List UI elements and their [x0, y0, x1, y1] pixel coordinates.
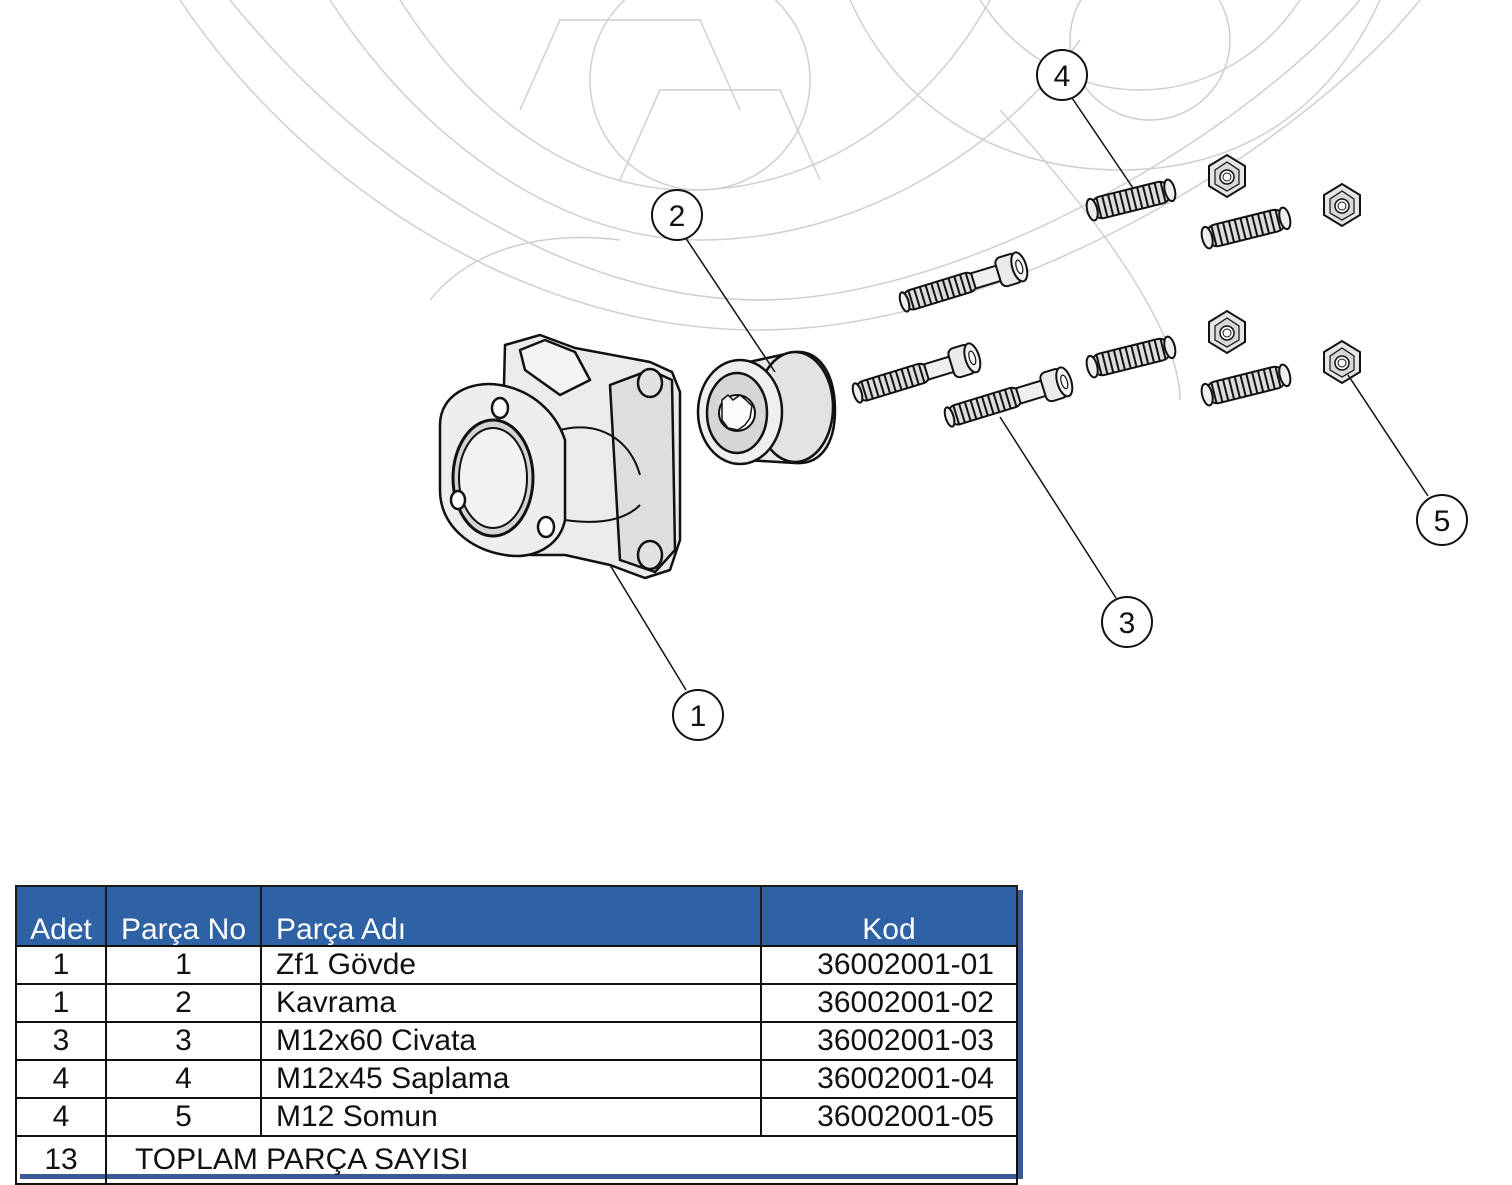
exploded-assembly-drawing: 1 2 3 4 5	[179, 0, 1468, 741]
row-code: 36002001-04	[760, 1059, 1018, 1099]
row-qty: 4	[15, 1097, 107, 1137]
callout-1: 1	[672, 689, 724, 741]
header-part-no: Parça No	[105, 885, 262, 947]
row-code: 36002001-05	[760, 1097, 1018, 1137]
row-part-name: Kavrama	[260, 983, 762, 1023]
header-code: Kod	[760, 885, 1018, 947]
row-code: 36002001-02	[760, 983, 1018, 1023]
callout-3: 3	[1101, 596, 1153, 648]
header-qty: Adet	[15, 885, 107, 947]
row-code: 36002001-03	[760, 1021, 1018, 1061]
row-qty: 1	[15, 945, 107, 985]
row-part-name: Zf1 Gövde	[260, 945, 762, 985]
header-part-name: Parça Adı	[260, 885, 762, 947]
stud-parts	[1083, 177, 1294, 408]
row-part-name: M12x60 Civata	[260, 1021, 762, 1061]
row-part-no: 1	[105, 945, 262, 985]
ghost-background-outline	[179, 0, 1421, 401]
total-row: 13 TOPLAM PARÇA SAYISI	[15, 1135, 1018, 1185]
row-part-name: M12x45 Saplama	[260, 1059, 762, 1099]
coupling-part	[696, 350, 837, 466]
callout-3-label: 3	[1119, 607, 1136, 640]
row-part-no: 4	[105, 1059, 262, 1099]
callout-4-label: 4	[1054, 60, 1071, 93]
callout-2: 2	[651, 189, 703, 241]
row-qty: 4	[15, 1059, 107, 1099]
table-row: 4 4 M12x45 Saplama 36002001-04	[15, 1059, 1018, 1099]
table-header-row: Adet Parça No Parça Adı Kod	[15, 885, 1018, 947]
row-part-name: M12 Somun	[260, 1097, 762, 1137]
table-row: 1 2 Kavrama 36002001-02	[15, 983, 1018, 1023]
callout-1-label: 1	[690, 700, 707, 733]
total-label: TOPLAM PARÇA SAYISI	[105, 1135, 1018, 1185]
table-row: 1 1 Zf1 Gövde 36002001-01	[15, 945, 1018, 985]
callout-5: 5	[1416, 494, 1468, 546]
row-qty: 1	[15, 983, 107, 1023]
total-qty: 13	[15, 1135, 107, 1185]
row-part-no: 5	[105, 1097, 262, 1137]
callout-4: 4	[1036, 49, 1088, 101]
bolt-parts	[848, 249, 1077, 434]
row-part-no: 3	[105, 1021, 262, 1061]
row-qty: 3	[15, 1021, 107, 1061]
parts-list-table-container: Adet Parça No Parça Adı Kod 1 1 Zf1 Gövd…	[15, 885, 1018, 1185]
housing-part	[438, 333, 682, 580]
callout-5-label: 5	[1434, 505, 1451, 538]
parts-list-table: Adet Parça No Parça Adı Kod 1 1 Zf1 Gövd…	[15, 885, 1018, 1185]
table-row: 3 3 M12x60 Civata 36002001-03	[15, 1021, 1018, 1061]
row-code: 36002001-01	[760, 945, 1018, 985]
callout-2-label: 2	[669, 200, 686, 233]
leader-lines	[609, 94, 1429, 691]
nut-parts	[1208, 154, 1361, 384]
row-part-no: 2	[105, 983, 262, 1023]
table-row: 4 5 M12 Somun 36002001-05	[15, 1097, 1018, 1137]
